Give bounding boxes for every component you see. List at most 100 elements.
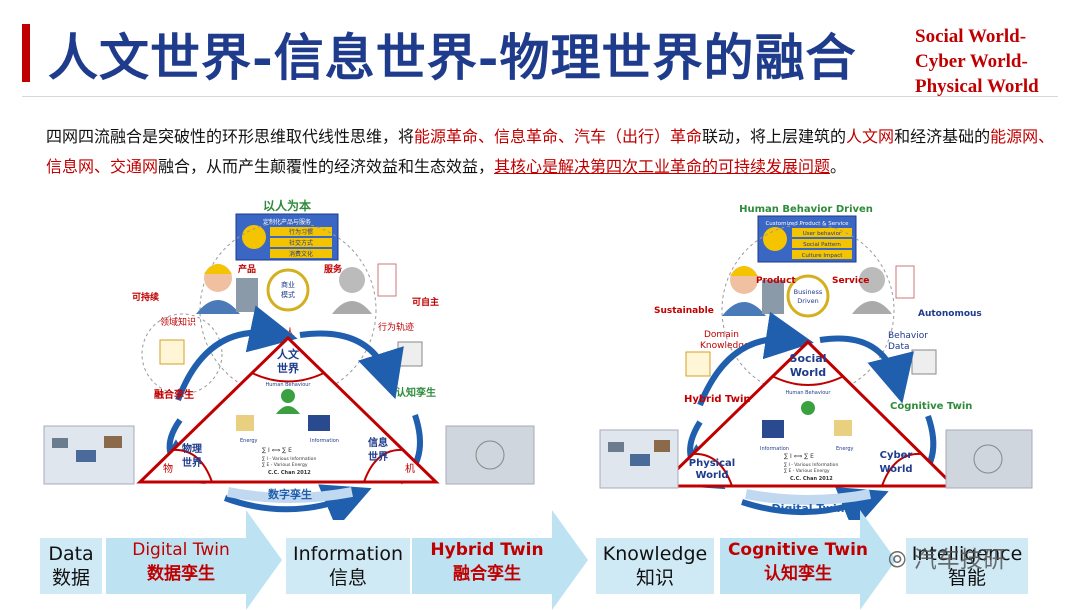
desc-highlight: 能源网、信息网、交通网: [46, 127, 1055, 176]
right-physical-world-label: World: [695, 470, 728, 481]
hardhat-icon: [730, 266, 758, 276]
stage-en: Information: [293, 543, 403, 565]
service-doc-icon: [377, 263, 397, 297]
left-diagram: 以人为本 定制化产品与服务 行为习惯 社交方式 消费文化 商业 模式 产品 服务…: [43, 198, 535, 520]
left-formula: ∑ I - Various Information: [262, 456, 316, 462]
right-box-item: Culture Impact: [802, 253, 844, 259]
service-body-icon: [332, 301, 372, 314]
subtitle-line: Social World-: [915, 26, 1027, 47]
flow-stage-intelligence: Intelligence 智能: [906, 538, 1028, 594]
right-cyber-world-label: Cyber: [880, 450, 913, 461]
desc-text: 联动，将上层建筑的: [702, 127, 847, 146]
desc-text: 四网四流融合是突破性的环形思维取代线性思维，将: [46, 127, 415, 146]
right-box-item: Social Pattern: [803, 242, 841, 248]
right-human-behaviour-label: Human Behaviour: [786, 390, 832, 396]
left-human-behaviour-label: Human Behaviour: [266, 382, 312, 388]
machine-icon: [762, 280, 784, 314]
flow-stage-knowledge: Knowledge 知识: [596, 538, 714, 594]
flow-arrow-label: Digital Twin 数据孪生: [106, 510, 256, 610]
watermark: ⦾ 汽车技研: [888, 540, 1006, 574]
left-bm-label: 商业: [281, 280, 295, 289]
right-cyber-photo: [945, 429, 1033, 489]
equipment-icon: [104, 436, 122, 448]
right-social-arc: [771, 375, 845, 386]
right-people-icon: [763, 227, 787, 251]
title-accent-bar: [22, 24, 30, 82]
left-cognitive-twin-label: 认知孪生: [396, 386, 436, 399]
flow-arrow-digital-twin: [106, 510, 282, 610]
left-behavior-track-label: 行为轨迹: [378, 321, 414, 333]
left-box-title: 定制化产品与服务: [263, 218, 311, 226]
right-box-item-bg: [792, 239, 852, 248]
desc-text: 和经济基础的: [894, 127, 991, 146]
left-information-icon: [308, 415, 330, 431]
right-behavior-data-label: Behavior: [888, 331, 928, 341]
left-autonomous-label: 可自主: [412, 296, 439, 308]
left-formula: ∑ I ⟺ ∑ E: [262, 447, 292, 454]
left-formula: ∑ E - Various Energy: [262, 462, 308, 468]
right-box-item: User behavior: [803, 231, 842, 237]
right-bd-label: Business: [794, 288, 823, 296]
equipment-icon: [630, 454, 650, 466]
left-physical-arc: [171, 448, 213, 483]
left-sustainable-label: 可持续: [132, 291, 159, 303]
equipment-icon: [608, 442, 624, 452]
right-box-item-bg: [792, 250, 852, 259]
description-paragraph: 四网四流融合是突破性的环形思维取代线性思维，将能源革命、信息革命、汽车（出行）革…: [46, 122, 1056, 182]
left-cyber-world-label: 信息: [368, 436, 388, 449]
arrow-label-en: Hybrid Twin: [430, 540, 544, 560]
left-arc-arrow: [223, 484, 372, 520]
left-digital-twin-band: [227, 487, 353, 503]
equipment-icon: [654, 440, 670, 452]
stage-en: Knowledge: [602, 543, 708, 565]
right-autonomous-label: Autonomous: [918, 309, 982, 319]
right-physical-arc: [691, 452, 733, 487]
service-person-icon: [339, 267, 365, 293]
desc-text: 。: [830, 157, 847, 176]
left-people-icon: [242, 225, 266, 249]
equipment-icon: [52, 438, 68, 448]
right-cyber-arc: [881, 452, 923, 487]
arrow-label-zh: 融合孪生: [453, 564, 521, 584]
left-information-label: Information: [310, 438, 339, 444]
left-bm-label: 模式: [281, 290, 295, 299]
right-information-label: Information: [760, 446, 789, 452]
stage-zh: 数据: [51, 567, 90, 589]
left-hybrid-twin-label: 融合孪生: [154, 388, 194, 401]
right-formula: ∑ I - Various Information: [784, 462, 838, 468]
machine-icon: [236, 278, 258, 312]
right-arc-arrow: [741, 487, 889, 520]
header-divider: [22, 96, 1058, 97]
left-box-item: 行为习惯: [289, 228, 313, 236]
right-bd-label: Driven: [797, 297, 818, 305]
right-digital-twin-band: [745, 489, 871, 505]
right-box-item-bg: [792, 228, 852, 237]
left-social-world-label: 人文: [277, 347, 300, 361]
left-energy-label: Energy: [240, 438, 258, 444]
left-formula-author: C.C. Chan 2012: [268, 470, 311, 476]
left-digital-twin-label: 数字孪生: [268, 487, 312, 501]
right-energy-label: Energy: [836, 446, 854, 452]
worker-body-icon: [722, 302, 766, 316]
flow-arrow-hybrid-twin: [412, 510, 588, 610]
equipment-icon: [76, 450, 96, 462]
hardhat-icon: [204, 264, 232, 274]
flow-arrow-cognitive-twin: [720, 510, 896, 610]
arrow-label-en: Digital Twin: [132, 540, 230, 560]
stage-en: Data: [48, 543, 94, 565]
right-formula: ∑ E - Various Energy: [784, 468, 830, 474]
left-arc-arrow: [299, 330, 404, 400]
arrow-label-en: Cognitive Twin: [727, 540, 869, 560]
subtitle-line: Cyber World-: [915, 51, 1028, 72]
fusion-diagrams: 以人为本 定制化产品与服务 行为习惯 社交方式 消费文化 商业 模式 产品 服务…: [43, 198, 1033, 520]
left-human-body-icon: [276, 406, 300, 414]
service-body-icon: [852, 301, 892, 314]
right-service-label: Service: [832, 276, 869, 286]
left-box-item: 社交方式: [289, 239, 313, 247]
left-cyber-photo: [445, 425, 535, 485]
flow-arrow-label: Hybrid Twin 融合孪生: [412, 510, 562, 610]
arrow-label-zh: 数据孪生: [147, 564, 215, 584]
left-physical-world-label: 物理: [182, 442, 202, 455]
head-scan-icon: [911, 349, 937, 375]
